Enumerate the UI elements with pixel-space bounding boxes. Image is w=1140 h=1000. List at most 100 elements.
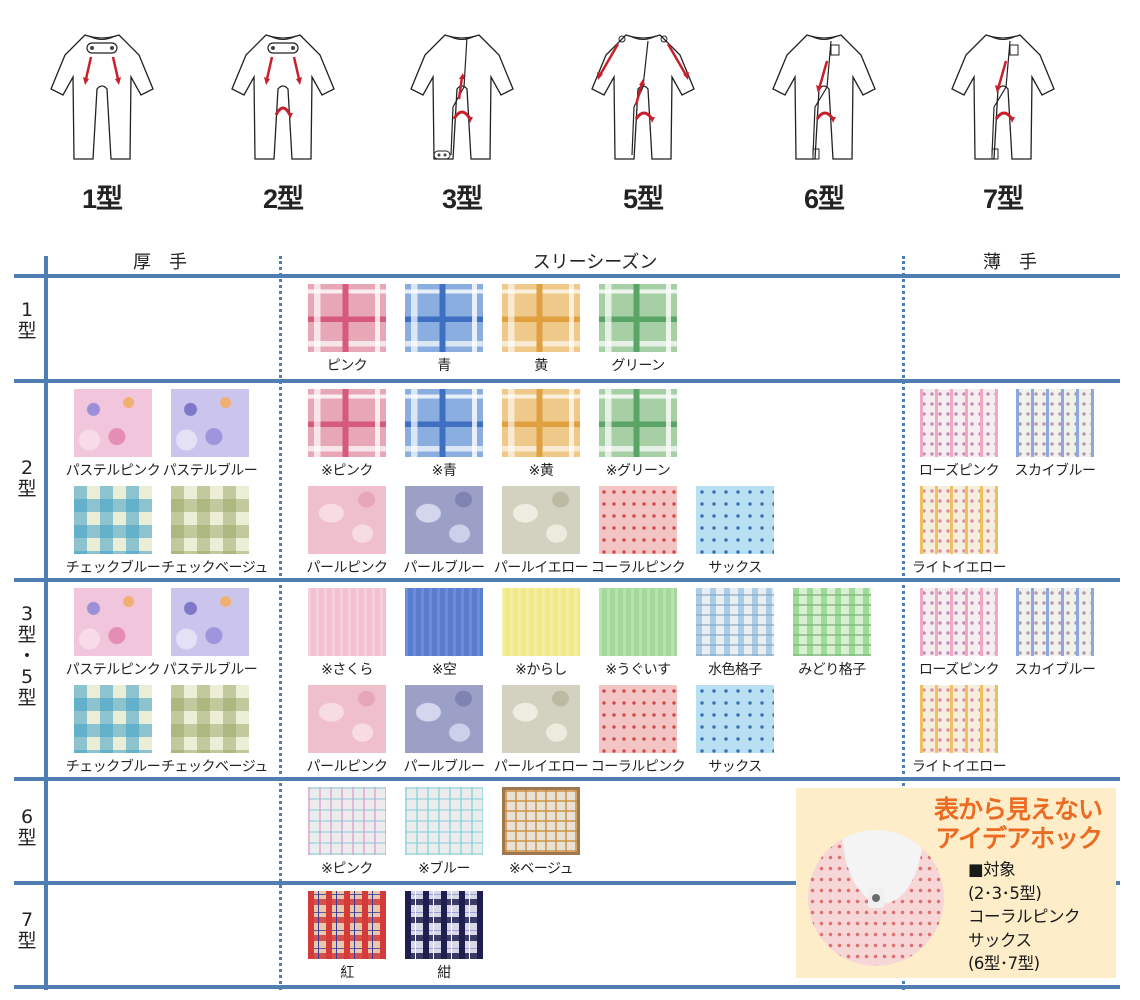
fabric-name: ピンク: [326, 358, 368, 374]
fabric-swatch: みどり格子: [783, 588, 881, 679]
fabric-name: ※ピンク: [321, 463, 373, 479]
fabric-name: 紺: [437, 965, 451, 981]
row-divider: [14, 379, 1120, 383]
fabric-pattern-chip: [308, 284, 386, 352]
fabric-pattern-chip: [405, 284, 483, 352]
fabric-pattern-chip: [920, 486, 998, 554]
fabric-name: パステルブルー: [162, 662, 258, 678]
fabric-name: パールブルー: [403, 560, 486, 576]
fabric-swatch: 水色格子: [686, 588, 784, 679]
fabric-pattern-chip: [171, 389, 249, 457]
fabric-name: サックス: [708, 759, 762, 775]
fabric-name: サックス: [708, 560, 762, 576]
garment-type-label: 7型: [982, 184, 1024, 214]
garment-type-6: 7型: [948, 22, 1058, 217]
fabric-pattern-chip: [696, 486, 774, 554]
fabric-name: ※黄: [528, 463, 554, 479]
row-divider: [14, 985, 1120, 989]
row-label-char: 3: [20, 603, 34, 625]
fabric-name: ローズピンク: [918, 662, 1000, 678]
promo-desc-line: (6型･7型): [968, 954, 1040, 973]
garment-type-label: 2型: [262, 184, 304, 214]
fabric-pattern-chip: [308, 891, 386, 959]
fabric-name: ※青: [431, 463, 457, 479]
fabric-swatch: チェックベージュ: [161, 685, 268, 776]
fabric-swatch: コーラルピンク: [589, 685, 687, 776]
fabric-swatch: パールイエロー: [492, 486, 590, 577]
dotted-column-divider: [279, 256, 282, 990]
fabric-pattern-chip: [599, 486, 677, 554]
column-header-thick: 厚 手: [133, 252, 187, 273]
fabric-pattern-chip: [920, 588, 998, 656]
garment-type-label: 5型: [622, 184, 664, 214]
hidden-hook-promo: 表から見えない アイデアホック ■対象 (2･3･5型) コーラルピンク サック…: [796, 788, 1116, 978]
hook-closeup-photo: [808, 830, 944, 966]
promo-desc-line: コーラルピンク: [968, 907, 1081, 926]
fabric-pattern-chip: [599, 685, 677, 753]
bodysuit-diagram-icon: [772, 34, 876, 160]
fabric-name: コーラルピンク: [590, 759, 686, 775]
fabric-pattern-chip: [74, 486, 152, 554]
fabric-pattern-chip: [920, 685, 998, 753]
fabric-swatch: パステルブルー: [161, 389, 259, 480]
fabric-swatch: ※さくら: [298, 588, 396, 679]
fabric-swatch: ※ベージュ: [492, 787, 590, 878]
fabric-swatch: グリーン: [589, 284, 687, 375]
dotted-column-divider: [902, 256, 905, 990]
fabric-swatch: ※空: [395, 588, 493, 679]
fabric-name: チェックブルー: [65, 560, 161, 576]
fabric-pattern-chip: [502, 588, 580, 656]
bodysuit-diagram-icon: [50, 34, 154, 160]
promo-description: ■対象 (2･3･5型) コーラルピンク サックス (6型･7型): [968, 858, 1081, 976]
fabric-swatch: ※ピンク: [298, 389, 396, 480]
fabric-pattern-chip: [502, 685, 580, 753]
fabric-pattern-chip: [1016, 389, 1094, 457]
fabric-name: ローズピンク: [918, 463, 1000, 479]
fabric-name: ※ブルー: [418, 861, 470, 877]
fabric-pattern-chip: [696, 588, 774, 656]
fabric-name: 青: [437, 358, 451, 374]
fabric-name: チェックベージュ: [161, 560, 268, 576]
bodysuit-diagram-icon: [951, 34, 1055, 160]
fabric-name: パールイエロー: [493, 560, 589, 576]
fabric-swatch: パステルピンク: [64, 588, 162, 679]
fabric-swatch: ローズピンク: [910, 588, 1008, 679]
fabric-name: パールピンク: [306, 759, 389, 775]
fabric-pattern-chip: [793, 588, 871, 656]
fabric-swatch: ライトイエロー: [910, 685, 1008, 776]
fabric-swatch: パールブルー: [395, 486, 493, 577]
fabric-swatch: チェックベージュ: [161, 486, 268, 577]
fabric-name: パステルピンク: [65, 662, 161, 678]
fabric-swatch: 青: [395, 284, 493, 375]
row-label-char: 型: [17, 320, 37, 342]
column-header-three-season: スリーシーズン: [532, 252, 658, 273]
fabric-pattern-chip: [502, 486, 580, 554]
fabric-pattern-chip: [308, 685, 386, 753]
fabric-pattern-chip: [405, 588, 483, 656]
bodysuit-diagram-icon: [410, 34, 514, 160]
fabric-name: ※からし: [515, 662, 567, 678]
fabric-pattern-chip: [74, 389, 152, 457]
fabric-name: ※ピンク: [321, 861, 373, 877]
row-label-char: 型: [17, 478, 37, 500]
garment-type-5: 6型: [769, 22, 879, 217]
fabric-name: パールイエロー: [493, 759, 589, 775]
fabric-swatch: パールイエロー: [492, 685, 590, 776]
fabric-pattern-chip: [405, 787, 483, 855]
fabric-name: ※さくら: [321, 662, 373, 678]
bodysuit-diagram-icon: [591, 34, 695, 160]
fabric-name: スカイブルー: [1014, 463, 1097, 479]
fabric-pattern-chip: [599, 389, 677, 457]
fabric-swatch: チェックブルー: [64, 685, 162, 776]
fabric-pattern-chip: [920, 389, 998, 457]
row-label-char: ・: [17, 645, 37, 667]
label-column-divider: [44, 256, 48, 990]
row-label-char: 型: [17, 624, 37, 646]
fabric-name: チェックブルー: [65, 759, 161, 775]
garment-type-4: 5型: [588, 22, 698, 217]
fabric-pattern-chip: [171, 685, 249, 753]
fabric-pattern-chip: [405, 685, 483, 753]
fabric-swatch: パールピンク: [298, 486, 396, 577]
